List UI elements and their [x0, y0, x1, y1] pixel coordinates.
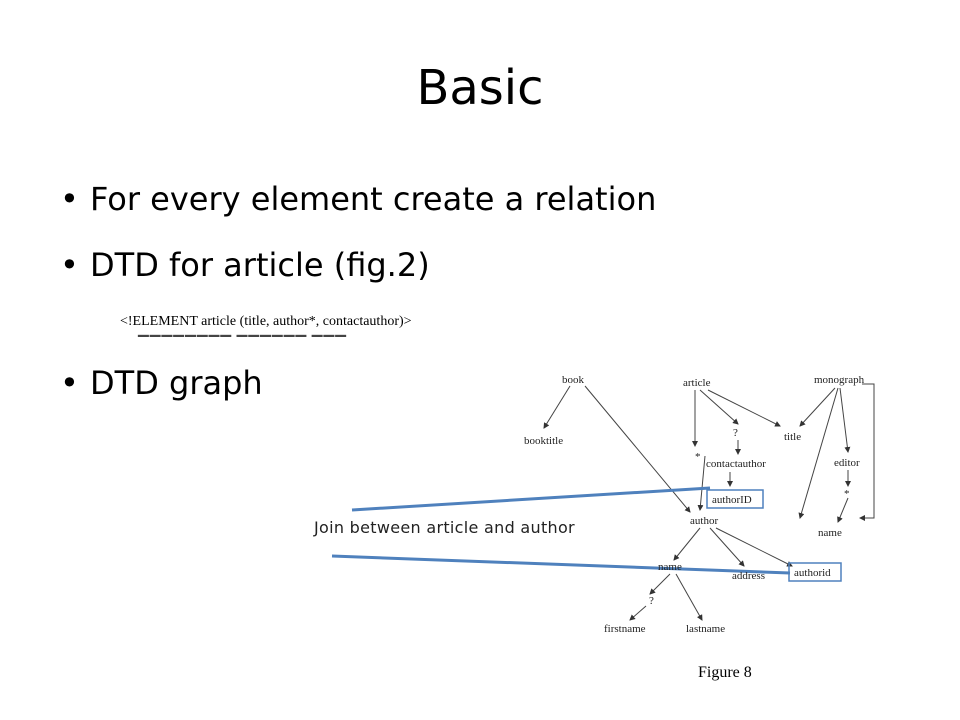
- bullet-text: DTD graph: [90, 364, 263, 402]
- node-star-1: *: [695, 451, 701, 463]
- node-contactauthor: contactauthor: [706, 458, 766, 470]
- node-authorid: authorid: [794, 567, 831, 579]
- bullet-item-2: • DTD for article (fig.2): [60, 246, 430, 284]
- dtd-line-cropped: ▔▔▔▔▔▔▔▔ ▔▔▔▔▔▔ ▔▔▔: [138, 336, 347, 344]
- node-editor: editor: [834, 457, 860, 469]
- node-lastname: lastname: [686, 623, 725, 635]
- node-optional-2: ?: [649, 595, 654, 607]
- node-name-editor: name: [818, 527, 842, 539]
- node-firstname: firstname: [604, 623, 646, 635]
- node-star-2: *: [844, 488, 850, 500]
- slide-title: Basic: [416, 60, 544, 116]
- bullet-text: For every element create a relation: [90, 180, 657, 218]
- node-article: article: [683, 377, 711, 389]
- bullet-dot: •: [60, 364, 79, 402]
- node-booktitle: booktitle: [524, 435, 563, 447]
- bullet-dot: •: [60, 180, 79, 218]
- graph-edges: [543, 383, 875, 621]
- node-optional-1: ?: [733, 427, 738, 439]
- bullet-text: DTD for article (fig.2): [90, 246, 430, 284]
- node-address: address: [732, 570, 765, 582]
- node-book: book: [562, 374, 585, 386]
- join-line-upper: [351, 486, 711, 512]
- node-title: title: [784, 431, 801, 443]
- join-line-lower: [331, 554, 791, 575]
- figure-caption: Figure 8: [698, 664, 752, 681]
- dtd-snippet-image: <!ELEMENT article (title, author*, conta…: [120, 314, 492, 344]
- node-authorID: authorID: [712, 494, 752, 506]
- node-monograph: monograph: [814, 374, 865, 386]
- node-author: author: [690, 515, 718, 527]
- bullet-dot: •: [60, 246, 79, 284]
- authorID-highlight-box: [706, 489, 764, 509]
- join-annotation: Join between article and author: [314, 518, 575, 537]
- dtd-line: <!ELEMENT article (title, author*, conta…: [120, 314, 412, 329]
- dtd-graph: book article monograph booktitle ? title…: [331, 374, 875, 635]
- bullet-item-1: • For every element create a relation: [60, 180, 656, 218]
- node-name-author: name: [658, 561, 682, 573]
- bullet-item-3: • DTD graph: [60, 364, 263, 402]
